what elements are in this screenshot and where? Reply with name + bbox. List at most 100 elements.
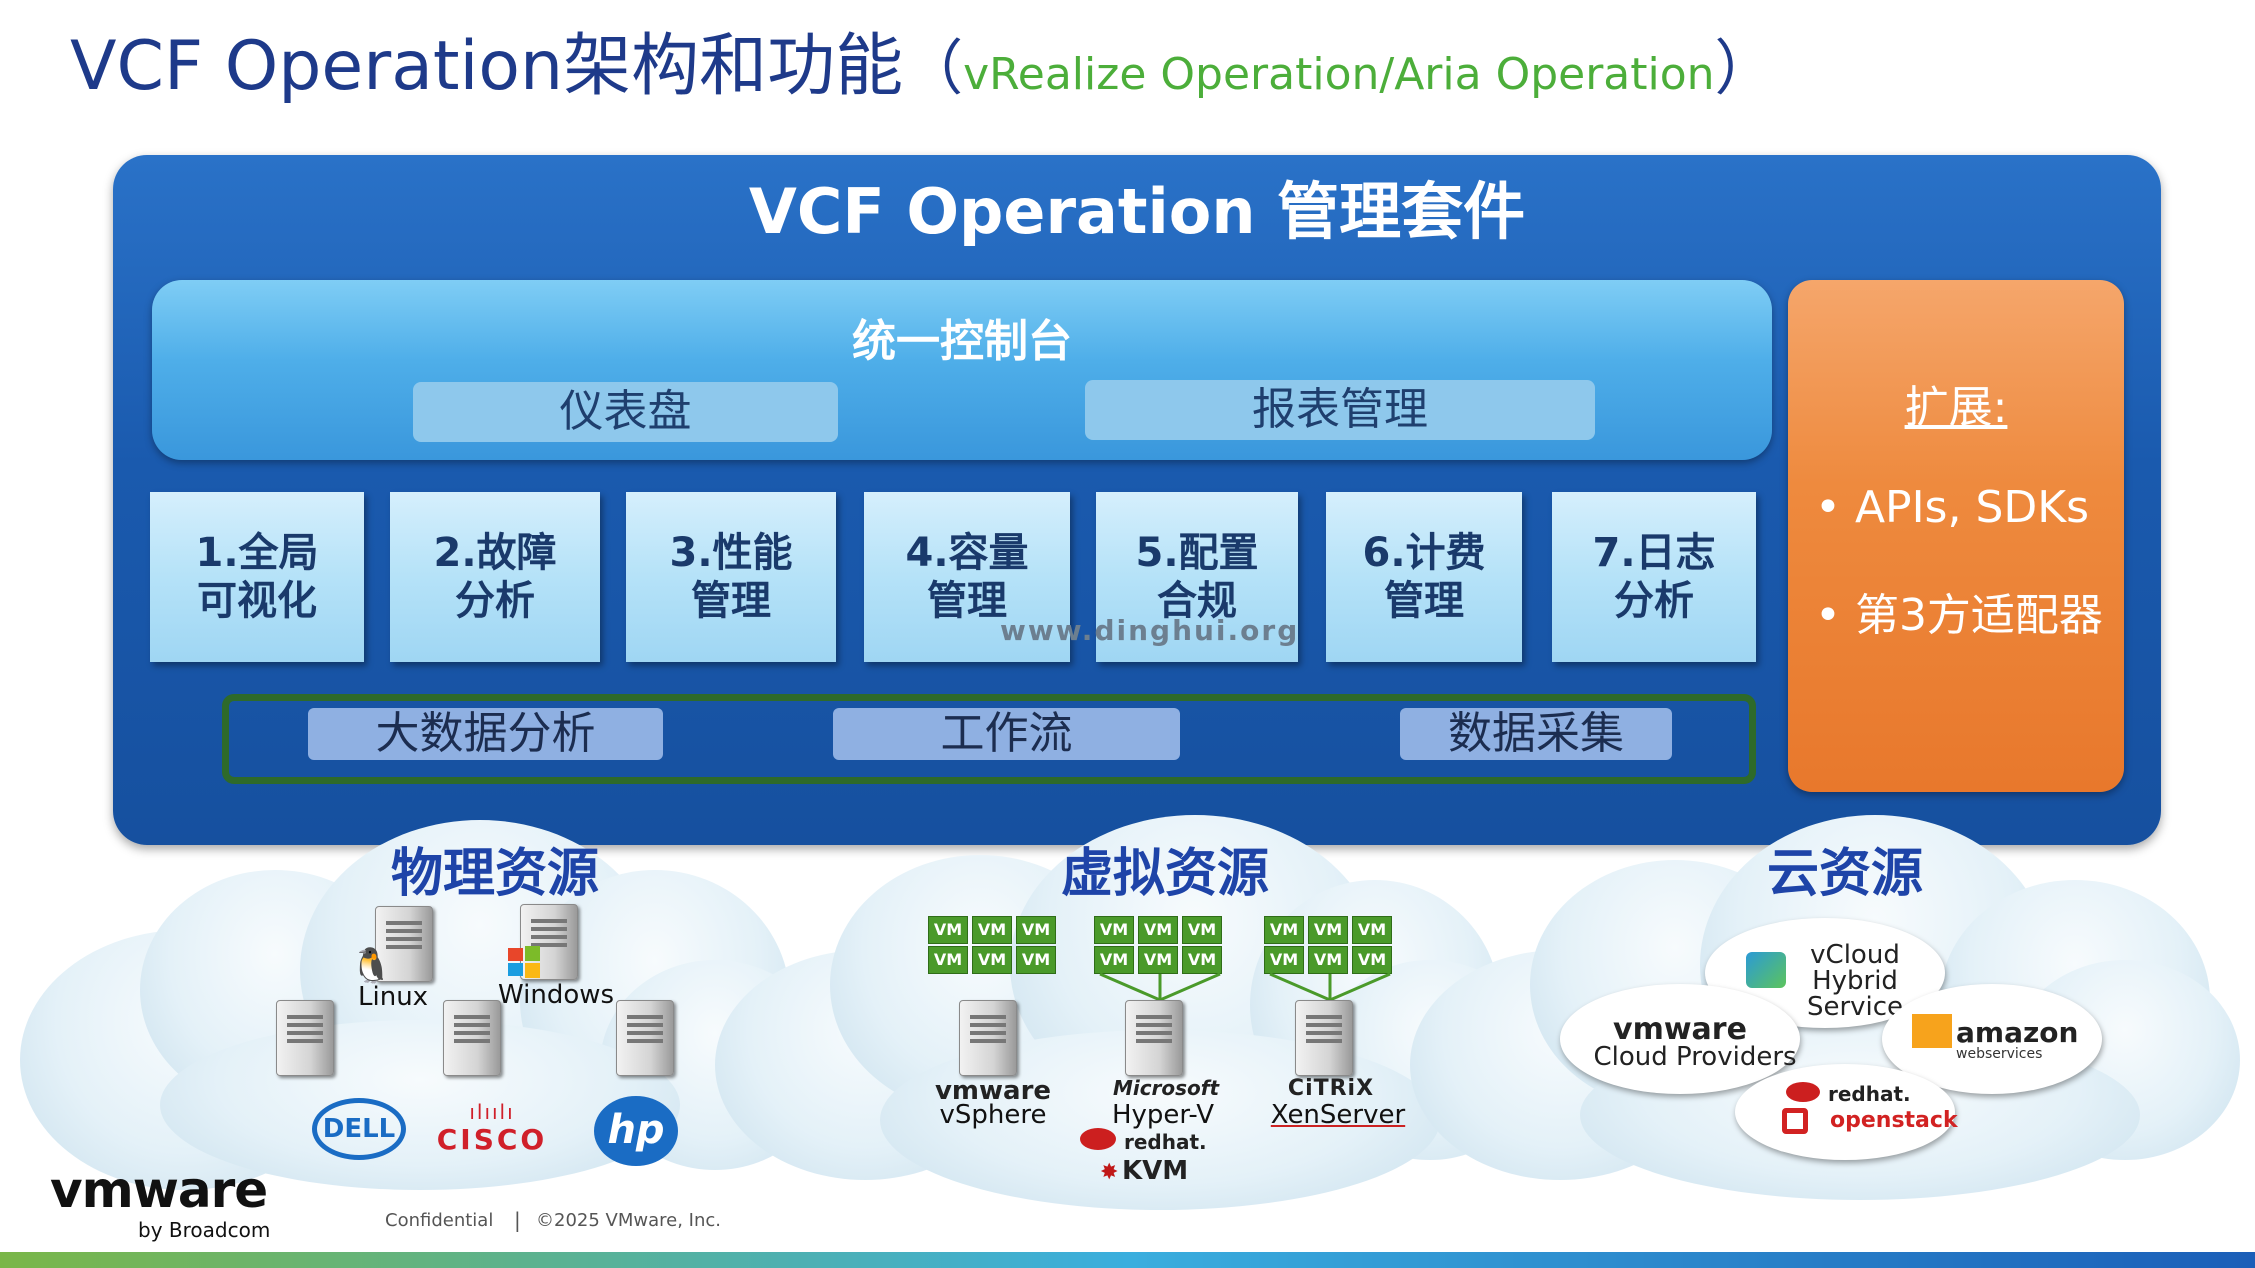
cloud-title-public: 云资源 [1766,844,1923,904]
extension-item-adapters: • 第3方适配器 [1815,590,2103,641]
hypervisor-xenserver: XenServer [1270,1100,1406,1130]
page-subtitle: vRealize Operation/Aria Operation [963,49,1715,100]
data-layer-frame [222,694,1756,784]
vm-badge: VM [1138,946,1178,974]
vm-badge: VM [1352,946,1392,974]
vm-badge: VM [1182,916,1222,944]
provider-redhat: redhat. [1828,1082,1911,1106]
cloud-title-physical: 物理资源 [390,844,599,904]
vm-badge: VM [1094,916,1134,944]
cisco-logo: ılıılı CISCO [432,1100,552,1156]
title-open-paren: （ [903,34,964,104]
vm-badge: VM [1016,946,1056,974]
vm-badge: VM [1138,916,1178,944]
redhat-logo: redhat. [1124,1130,1207,1154]
hypervisor-hyperv: Hyper-V [1111,1100,1215,1130]
watermark-text: www.dinghui.org [1000,614,1300,647]
page-title-main: VCF Operation架构和功能 [70,27,904,106]
function-box-7: 7.日志分析 [1552,492,1756,662]
function-label: 4.容量 [905,530,1029,576]
suite-title: VCF Operation 管理套件 [748,175,1526,248]
data-layer-workflow: 工作流 [833,708,1180,760]
server-icon [616,1000,674,1076]
vm-badge: VM [1308,916,1348,944]
vmware-logo: vmware [934,1076,1052,1106]
function-label: 1.全局 [195,530,319,576]
provider-vcloud-line1: vCloud [1810,940,1900,970]
server-icon [1295,1000,1353,1076]
console-item-reports: 报表管理 [1085,380,1595,440]
cisco-bars-icon: ılıılı [469,1100,515,1124]
vm-badge: VM [1352,916,1392,944]
vm-badge: VM [1264,916,1304,944]
microsoft-logo: Microsoft [1112,1076,1220,1100]
function-label: 分析 [1614,578,1694,624]
provider-vmware-logo: vmware [1613,1012,1747,1047]
extension-title: 扩展: [1904,382,2008,433]
provider-amazon: amazon [1956,1016,2079,1049]
function-box-5: 5.配置合规 [1096,492,1298,662]
vm-badge: VM [1094,946,1134,974]
title-close-paren: ） [1714,34,1775,104]
function-label: 3.性能 [669,530,793,576]
provider-vmware-cloud: Cloud Providers [1593,1042,1797,1072]
vm-badge: VM [972,916,1012,944]
server-icon [1125,1000,1183,1076]
kvm-logo: KVM [1122,1156,1189,1186]
provider-vcloud-line2: Hybrid [1812,966,1898,996]
provider-openstack: openstack [1830,1108,1958,1133]
page-title: VCF Operation架构和功能（vRealize Operation/Ar… [70,22,1775,112]
openstack-icon [1782,1108,1808,1134]
server-icon [959,1000,1017,1076]
function-label: 管理 [1384,578,1464,624]
server-icon [276,1000,334,1076]
server-icon [375,906,433,982]
vm-badge: VM [1264,946,1304,974]
console-title: 统一控制台 [852,316,1072,367]
function-label: 管理 [927,578,1007,624]
vm-connector-lines [1099,972,1221,1002]
extension-item-apis: • APIs, SDKs [1815,482,2090,533]
vm-badge: VM [1308,946,1348,974]
function-label: 2.故障 [433,530,557,576]
function-box-6: 6.计费管理 [1326,492,1522,662]
data-layer-bigdata: 大数据分析 [308,708,663,760]
redhat-hat-icon [1080,1128,1116,1150]
vm-badge: VM [928,916,968,944]
aws-cubes-icon [1912,1014,1952,1048]
console-item-dashboard: 仪表盘 [413,382,838,442]
function-label: 合规 [1157,578,1237,624]
function-box-4: 4.容量管理 [864,492,1070,662]
vm-badge: VM [928,946,968,974]
dell-logo: DELL [312,1098,406,1160]
function-label: 可视化 [197,578,317,624]
function-box-2: 2.故障分析 [390,492,600,662]
hp-logo: hp [594,1096,678,1166]
function-label: 分析 [455,578,535,624]
vm-connector-lines [1269,972,1391,1002]
cloud-title-virtual: 虚拟资源 [1060,844,1269,904]
vm-badge: VM [1182,946,1222,974]
extension-box [1788,280,2124,792]
data-layer-collection: 数据采集 [1400,708,1672,760]
windows-logo-icon [506,944,542,980]
os-label-linux: Linux [358,982,429,1012]
openstack-bubble [1735,1064,1955,1160]
function-label: 5.配置 [1135,530,1259,576]
function-label: 6.计费 [1362,530,1486,576]
footer-gradient-bar [0,1252,2255,1268]
footer-separator: | [514,1208,521,1232]
hypervisor-vsphere: vSphere [939,1100,1047,1130]
function-label: 管理 [691,578,771,624]
os-label-windows: Windows [498,980,615,1010]
citrix-logo: CiTRiX [1287,1076,1375,1101]
server-icon [443,1000,501,1076]
function-label: 7.日志 [1592,530,1716,576]
footer-confidential: Confidential [385,1210,494,1231]
linux-penguin-icon: 🐧 [350,946,393,986]
function-box-3: 3.性能管理 [626,492,836,662]
kvm-icon: ✸ [1100,1160,1119,1185]
footer-copyright: ©2025 VMware, Inc. [536,1210,721,1231]
vm-badge: VM [972,946,1012,974]
provider-vcloud-line3: Service [1806,992,1904,1022]
